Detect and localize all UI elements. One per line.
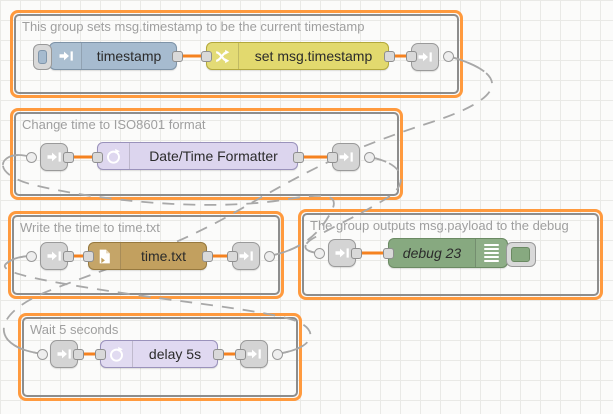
input-port[interactable] <box>200 50 212 62</box>
timer-icon <box>101 341 133 367</box>
link-in-icon <box>47 251 61 261</box>
link-in-icon <box>57 349 71 359</box>
link-in-port[interactable] <box>25 250 37 262</box>
node-label: delay 5s <box>148 346 202 362</box>
input-port[interactable] <box>382 247 394 259</box>
output-port[interactable] <box>62 151 74 163</box>
link-in-node[interactable] <box>328 239 356 267</box>
output-port[interactable] <box>383 50 395 62</box>
node-label: Date/Time Formatter <box>149 148 278 164</box>
group-iso8601[interactable]: Change time to ISO8601 format <box>10 108 403 200</box>
output-port[interactable] <box>72 348 84 360</box>
link-wire-end-stub <box>4 255 312 355</box>
output-port[interactable] <box>62 250 74 262</box>
inject-button-inner <box>37 49 47 64</box>
link-wire-end-stub <box>2 55 493 355</box>
output-port[interactable] <box>201 250 213 262</box>
link-out-port[interactable] <box>263 250 275 262</box>
input-port[interactable] <box>405 50 417 62</box>
change-node[interactable]: set msg.timestamp <box>206 42 389 70</box>
link-out-icon <box>339 152 353 162</box>
link-out-icon <box>247 349 261 359</box>
link-wire-end-stub <box>304 156 402 254</box>
file-node[interactable]: time.txt <box>88 242 207 270</box>
link-out-icon <box>418 52 432 62</box>
debug-node[interactable]: debug 23 <box>388 238 508 268</box>
input-port[interactable] <box>94 348 106 360</box>
shuffle-icon <box>207 43 239 69</box>
link-in-port[interactable] <box>25 151 37 163</box>
node-label: debug 23 <box>402 245 462 261</box>
debug-sidebar-icon <box>475 239 507 267</box>
input-port[interactable] <box>326 151 338 163</box>
input-port[interactable] <box>82 250 94 262</box>
link-in-icon <box>47 152 61 162</box>
debug-toggle-button[interactable] <box>506 242 536 267</box>
file-icon <box>89 243 121 269</box>
group-wait-5s[interactable]: Wait 5 seconds <box>18 313 302 401</box>
link-out-port[interactable] <box>363 151 375 163</box>
inject-icon <box>50 43 82 69</box>
link-wire-timestamp-to-wait[interactable] <box>2 55 493 355</box>
inject-button[interactable] <box>33 44 52 70</box>
group-debug-output[interactable]: The group outputs msg.payload to the deb… <box>298 209 603 300</box>
group-inner-border <box>302 213 599 296</box>
group-inner-border <box>14 112 399 196</box>
group-label: Change time to ISO8601 format <box>22 117 206 132</box>
debug-toggle-inner <box>511 246 530 262</box>
link-out-icon <box>239 251 253 261</box>
inject-node[interactable]: timestamp <box>49 42 177 70</box>
node-label: timestamp <box>96 48 162 64</box>
link-out-port[interactable] <box>442 50 454 62</box>
node-label: time.txt <box>140 248 187 264</box>
input-port[interactable] <box>226 250 238 262</box>
output-port[interactable] <box>292 151 304 163</box>
node-label: set msg.timestamp <box>254 48 373 64</box>
group-inner-border <box>22 317 298 397</box>
group-inner-border <box>12 215 280 295</box>
group-label: Wait 5 seconds <box>30 322 119 337</box>
input-port[interactable] <box>91 151 103 163</box>
link-in-port[interactable] <box>313 247 325 259</box>
link-in-node[interactable] <box>40 143 68 171</box>
delay-node[interactable]: delay 5s <box>100 340 218 368</box>
clock-icon <box>98 143 130 169</box>
group-inner-border <box>14 14 459 94</box>
output-port[interactable] <box>171 50 183 62</box>
group-label: This group sets msg.timestamp to be the … <box>22 19 365 34</box>
group-label: Write the time to time.txt <box>20 220 160 235</box>
link-out-port[interactable] <box>271 348 283 360</box>
link-wire-end-stub <box>2 154 335 257</box>
output-port[interactable] <box>212 348 224 360</box>
group-write-file[interactable]: Write the time to time.txt <box>8 211 284 299</box>
output-port[interactable] <box>350 247 362 259</box>
link-in-port[interactable] <box>36 348 48 360</box>
group-set-timestamp[interactable]: This group sets msg.timestamp to be the … <box>10 10 463 98</box>
link-in-icon <box>335 248 349 258</box>
datetime-formatter-node[interactable]: Date/Time Formatter <box>97 142 298 170</box>
input-port[interactable] <box>234 348 246 360</box>
group-label: The group outputs msg.payload to the deb… <box>310 218 569 233</box>
link-wire-iso-to-debug[interactable] <box>304 156 402 254</box>
